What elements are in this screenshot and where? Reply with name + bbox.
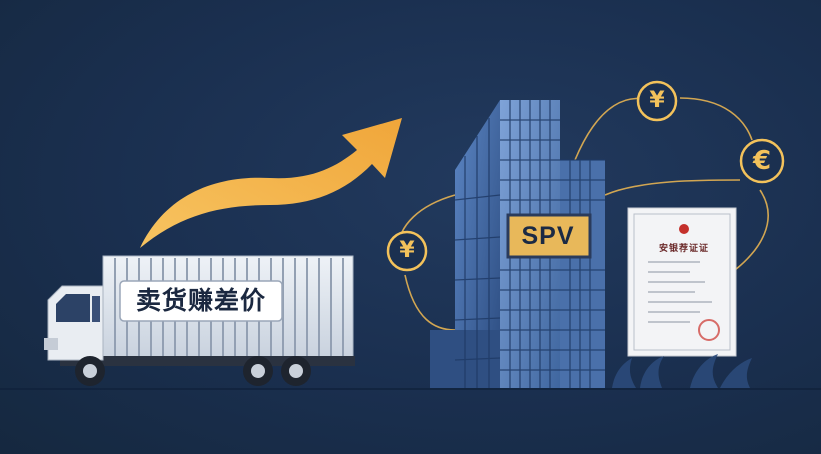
- certificate-border: [633, 213, 731, 351]
- certificate-emblem: [679, 224, 689, 234]
- coins: [386, 80, 785, 272]
- curve-top-right: [679, 97, 753, 141]
- truck-bumper: [44, 338, 58, 350]
- curve-middle: [604, 179, 741, 196]
- coin-right: [739, 138, 785, 184]
- certificate-lines: [648, 261, 712, 323]
- euro-icon: €: [752, 146, 772, 176]
- spv-sign-label: SPV: [521, 222, 575, 250]
- plants: [612, 354, 752, 388]
- certificate: [627, 207, 737, 357]
- growth-arrow: [140, 118, 402, 248]
- building-right-block: [560, 160, 605, 388]
- container-label-plate: [119, 280, 283, 322]
- truck-chassis: [60, 356, 355, 366]
- truck-container-label: 卖货赚差价: [135, 286, 266, 315]
- truck: [44, 255, 355, 386]
- ground-line: [0, 388, 821, 390]
- yen-icon-left: ¥: [399, 238, 415, 263]
- coin-left: [386, 230, 428, 272]
- spv-building: [430, 100, 605, 388]
- yen-icon-top: ¥: [649, 88, 665, 113]
- certificate-seal: [698, 319, 720, 341]
- truck-wheels: [75, 356, 311, 386]
- truck-windshield: [56, 294, 90, 322]
- curve-right: [734, 189, 769, 271]
- truck-side-window: [92, 296, 100, 322]
- certificate-title: 安银荐证证: [658, 244, 709, 254]
- curve-left-bottom: [404, 274, 456, 331]
- coin-top: [636, 80, 678, 122]
- spv-sign-plate: [506, 213, 592, 259]
